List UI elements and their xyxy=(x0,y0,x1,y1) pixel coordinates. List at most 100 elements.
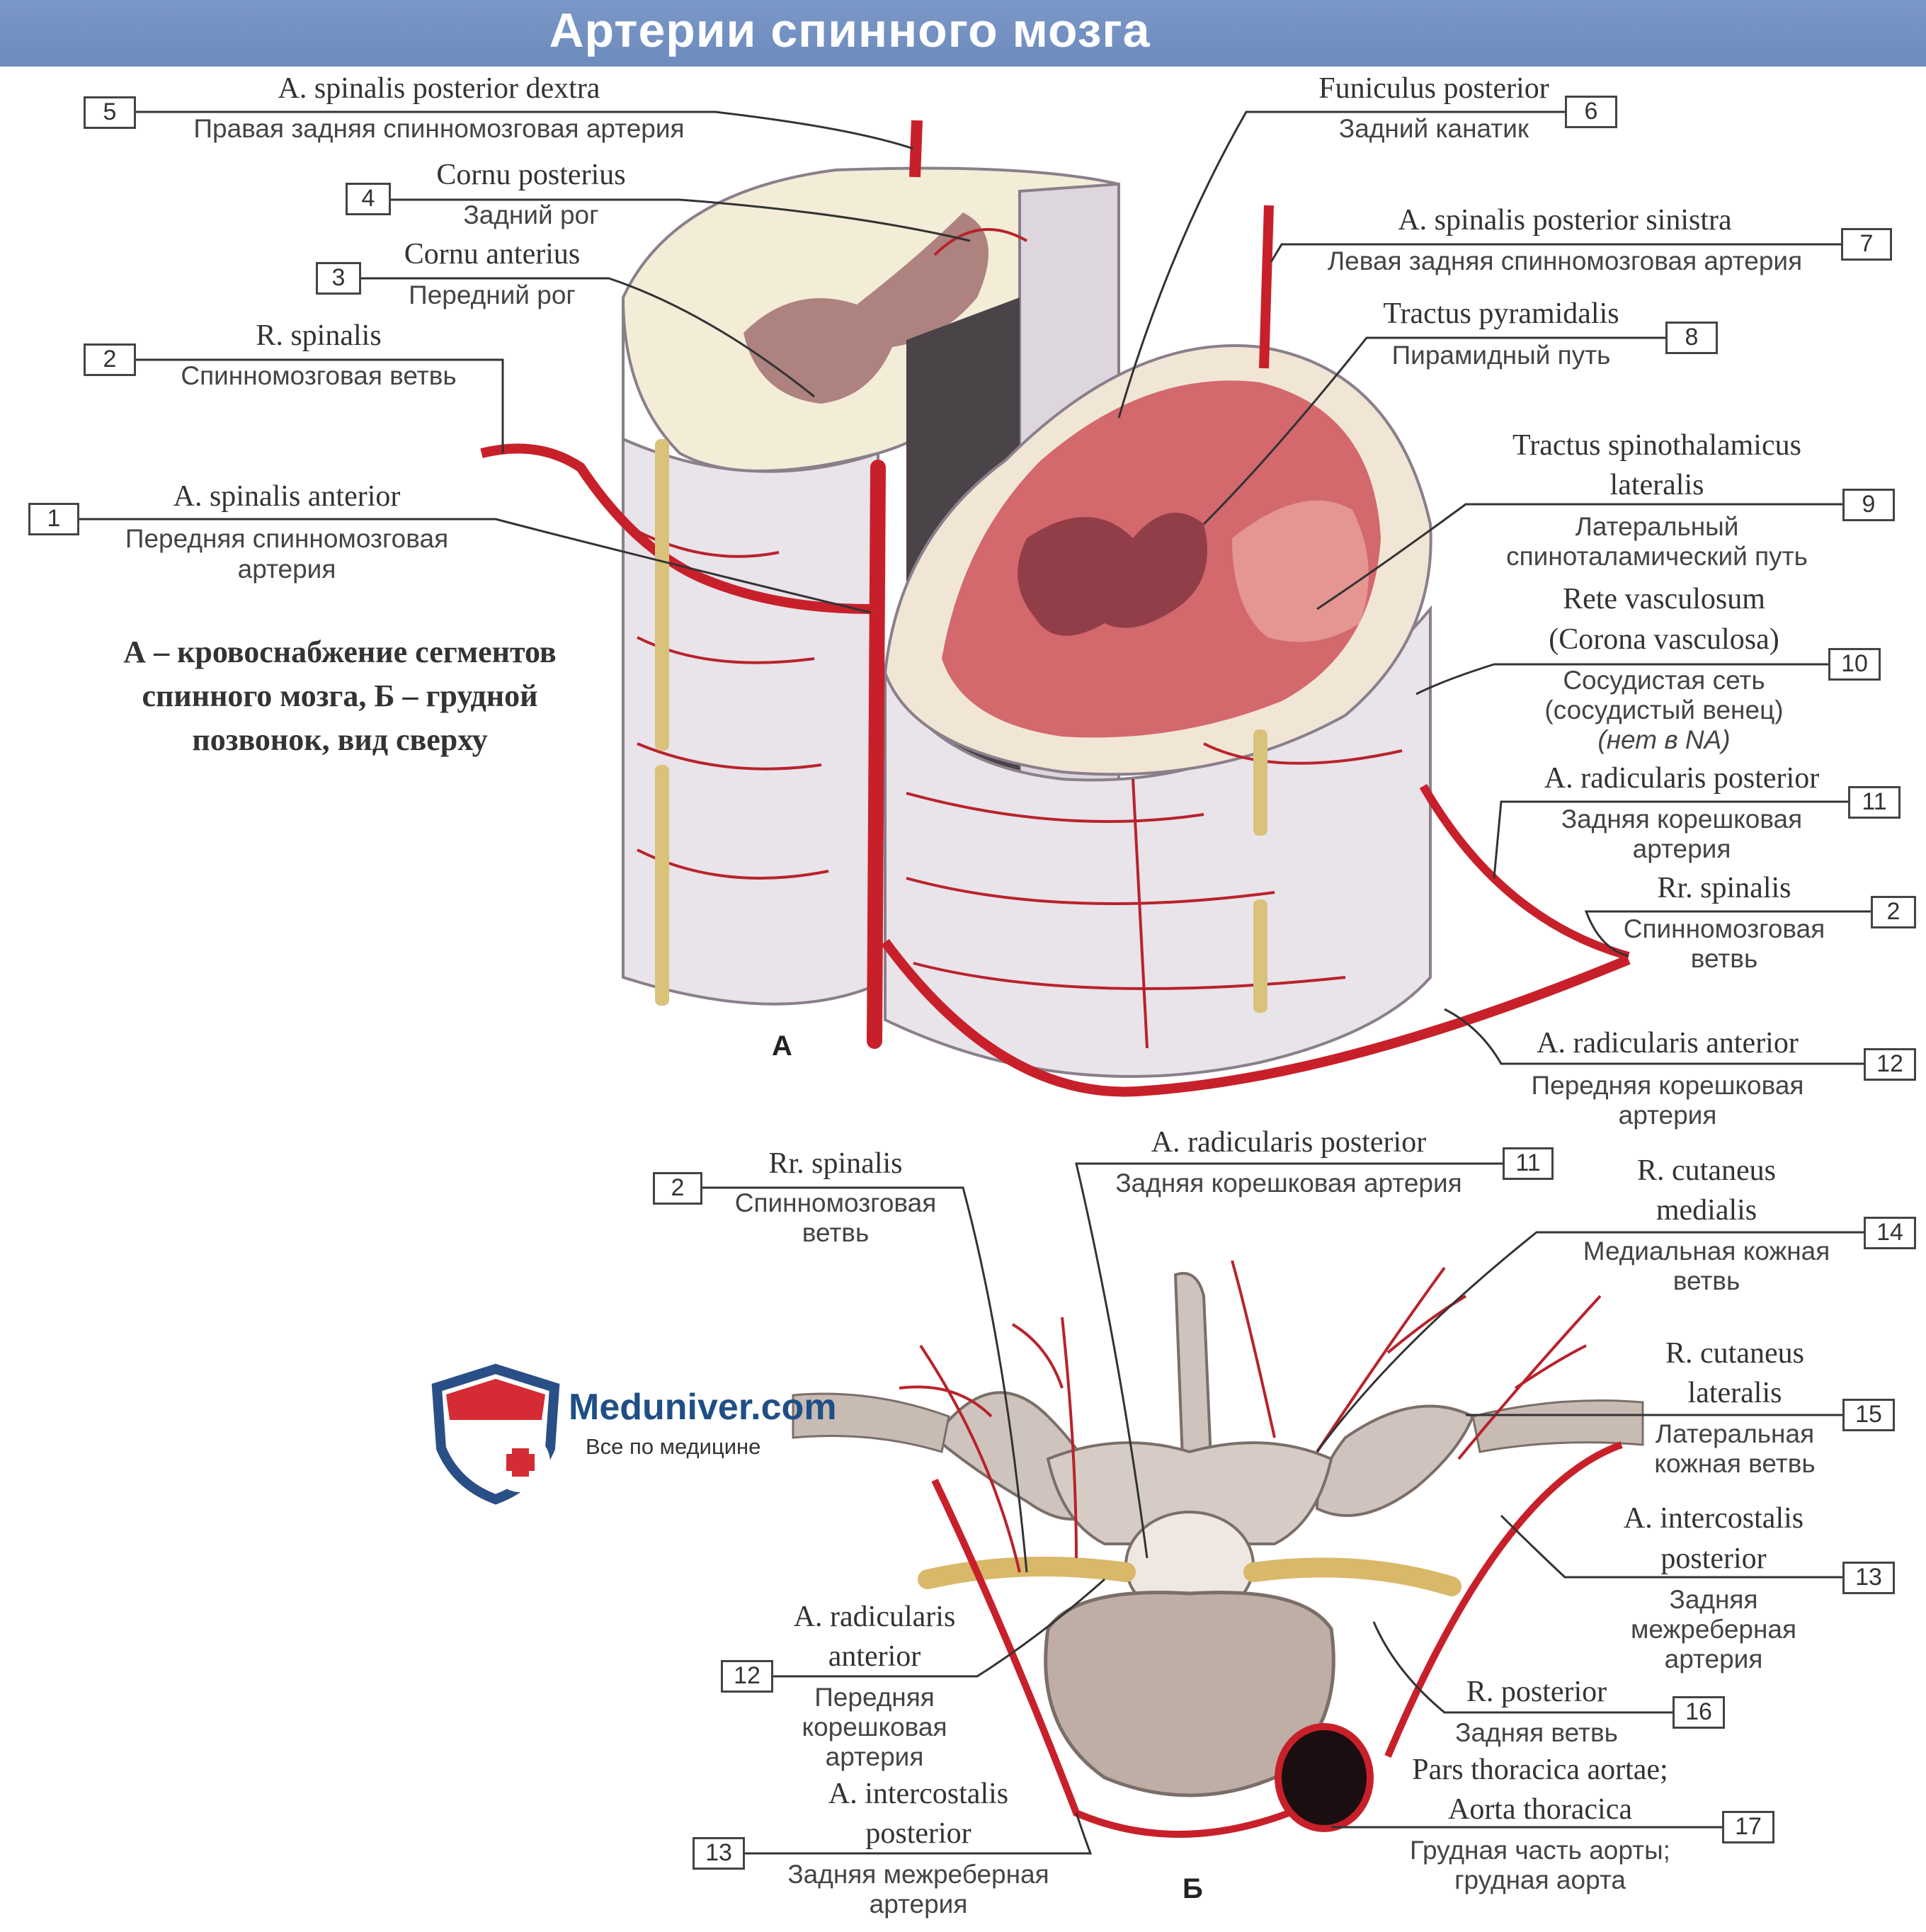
label-2c-latin: Rr. spinalis xyxy=(768,1147,903,1180)
r-spinalis-left-vessel xyxy=(480,443,872,614)
label-13a-latin-2: posterior xyxy=(1660,1542,1767,1575)
leader-lines xyxy=(79,110,1892,1855)
label-4-number: 4 xyxy=(346,183,391,215)
label-2c-russian-1: Спинномозговая xyxy=(734,1188,937,1217)
label-15-latin-2: lateralis xyxy=(1687,1377,1782,1409)
shield-logo-icon xyxy=(431,1363,560,1505)
label-12b-number: 12 xyxy=(721,1660,773,1693)
label-12a-russian-1: Передняя корешковая xyxy=(1531,1071,1804,1100)
label-12a-russian-2: артерия xyxy=(1618,1101,1717,1130)
spinothalamic-tract xyxy=(1232,500,1369,642)
label-2c-number: 2 xyxy=(653,1172,702,1205)
label-10-note: (нет в NA) xyxy=(1597,725,1731,754)
label-11a-latin: A. radicularis posterior xyxy=(1544,762,1820,795)
logo-tagline: Все по медицине xyxy=(586,1434,761,1459)
meduniver-logo: Meduniver.com Все по медицине xyxy=(428,1363,853,1505)
label-11b-latin: A. radicularis posterior xyxy=(1151,1126,1427,1159)
label-9-latin-2: lateralis xyxy=(1609,469,1704,501)
label-1-russian-2: артерия xyxy=(237,555,336,584)
cutaneous-branches xyxy=(899,1260,1602,1573)
label-12b-latin-1: A. radicularis xyxy=(793,1601,956,1633)
grey-matter-right xyxy=(1018,513,1207,636)
label-6-number: 6 xyxy=(1565,96,1617,128)
label-12a-latin: A. radicularis anterior xyxy=(1537,1027,1799,1059)
label-5-latin: A. spinalis posterior dextra xyxy=(278,72,600,105)
label-17-latin-1: Pars thoracica aortae; xyxy=(1412,1754,1668,1786)
title-bar: Артерии спинного мозга xyxy=(0,0,1926,67)
label-13b-latin-2: posterior xyxy=(865,1817,971,1850)
spinal-nerve-right xyxy=(1243,1557,1461,1596)
label-9-russian-1: Латеральный xyxy=(1575,512,1739,541)
label-16-number: 16 xyxy=(1673,1696,1725,1729)
nerve-roots-left xyxy=(655,439,669,1006)
label-13b-latin-1: A. intercostalis xyxy=(828,1778,1009,1810)
label-8-number: 8 xyxy=(1665,322,1718,354)
label-1-number: 1 xyxy=(28,503,79,535)
label-2b-russian-2: ветвь xyxy=(1690,944,1758,973)
label-14-latin-1: R. cutaneus xyxy=(1637,1154,1776,1187)
figure-a-spinal-cord xyxy=(480,120,1631,1097)
label-11a-russian-2: артерия xyxy=(1632,834,1731,863)
label-13b-russian-1: Задняя межреберная xyxy=(787,1860,1049,1889)
label-12b-russian-1: Передняя xyxy=(814,1683,935,1712)
rib-left xyxy=(792,1392,950,1453)
label-2c-russian-2: ветвь xyxy=(802,1218,870,1247)
nerve-roots-right xyxy=(1253,729,1267,1013)
label-3-russian: Передний рог xyxy=(409,280,576,309)
label-15-number: 15 xyxy=(1842,1399,1895,1431)
label-9-latin-1: Tractus spinothalamicus xyxy=(1512,429,1801,462)
label-17-latin-2: Aorta thoracica xyxy=(1447,1793,1633,1826)
label-12b-russian-2: корешковая xyxy=(802,1712,947,1741)
label-9-number: 9 xyxy=(1842,489,1895,521)
label-13a-latin-1: A. intercostalis xyxy=(1623,1502,1804,1535)
label-14-number: 14 xyxy=(1864,1217,1916,1249)
label-17-russian-2: грудная аорта xyxy=(1454,1865,1626,1894)
vertebral-arch xyxy=(1046,1441,1333,1545)
label-14-russian-1: Медиальная кожная xyxy=(1583,1237,1830,1266)
logo-brand: Meduniver.com xyxy=(569,1387,837,1428)
label-5-russian: Правая задняя спинномозговая артерия xyxy=(193,114,685,143)
label-6-latin: Funiculus posterior xyxy=(1318,72,1549,105)
label-11b-number: 11 xyxy=(1503,1147,1554,1180)
figure-caption: А – кровоснабжение сегментов спинного мо… xyxy=(85,630,595,762)
label-3-latin: Cornu anterius xyxy=(404,238,581,271)
label-17-russian-1: Грудная часть аорты; xyxy=(1410,1836,1670,1865)
aorta-section xyxy=(1275,1723,1374,1832)
label-15-russian-1: Латеральная xyxy=(1655,1419,1815,1448)
caption-line-2: спинного мозга, Б – грудной xyxy=(142,678,538,713)
caption-line-3: позвонок, вид сверху xyxy=(192,722,488,757)
label-4-latin: Cornu posterius xyxy=(436,159,626,191)
label-11a-russian-1: Задняя корешковая xyxy=(1561,805,1803,834)
label-2b-latin: Rr. spinalis xyxy=(1657,872,1791,904)
label-8-latin: Tractus pyramidalis xyxy=(1383,297,1619,330)
label-12b-latin-2: anterior xyxy=(828,1640,921,1673)
label-10-russian-1: Сосудистая сеть xyxy=(1563,666,1765,695)
label-3-number: 3 xyxy=(316,262,361,295)
label-13b-russian-2: артерия xyxy=(869,1890,968,1919)
page-title: Артерии спинного мозга xyxy=(549,4,1151,57)
label-13b-number: 13 xyxy=(693,1837,745,1870)
label-11b-russian: Задняя корешковая артерия xyxy=(1115,1169,1462,1198)
label-13a-russian-3: артерия xyxy=(1664,1644,1763,1674)
label-8-russian: Пирамидный путь xyxy=(1391,341,1611,370)
label-16-russian: Задняя ветвь xyxy=(1455,1718,1618,1747)
intercostal-artery-right xyxy=(1384,1441,1623,1758)
posterior-spinal-artery-left xyxy=(1259,205,1274,369)
label-1-latin: A. spinalis anterior xyxy=(173,480,401,513)
label-13a-number: 13 xyxy=(1842,1562,1895,1594)
figure-letter-b: Б xyxy=(1183,1873,1203,1904)
intercostal-artery-left xyxy=(931,1478,1290,1838)
label-7-russian: Левая задняя спинномозговая артерия xyxy=(1327,246,1803,275)
label-2a-number: 2 xyxy=(84,343,136,376)
figure-b-vertebra xyxy=(792,1260,1644,1838)
label-14-latin-2: medialis xyxy=(1656,1194,1757,1227)
label-15-russian-2: кожная ветвь xyxy=(1654,1449,1816,1478)
label-10-number: 10 xyxy=(1828,648,1881,681)
label-9-russian-2: спиноталамический путь xyxy=(1506,542,1808,571)
vascular-network xyxy=(637,228,1403,1049)
posterior-spinal-artery-right xyxy=(909,120,923,178)
label-17-number: 17 xyxy=(1722,1811,1774,1843)
label-15-latin-1: R. cutaneus xyxy=(1665,1337,1804,1370)
label-2b-number: 2 xyxy=(1871,896,1916,928)
